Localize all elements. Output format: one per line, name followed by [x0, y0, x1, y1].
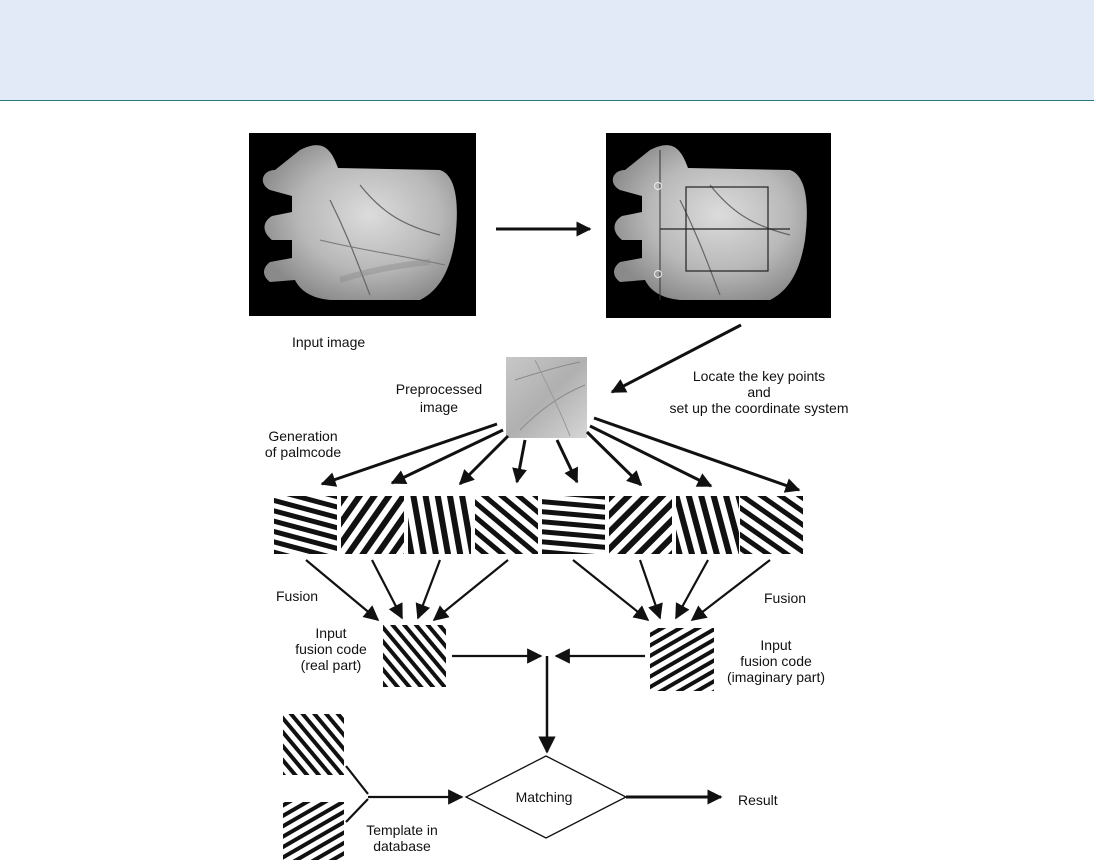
label-real-line1: Input: [315, 625, 346, 641]
label-generation-line1: Generation: [268, 428, 337, 444]
label-imag-line3: (imaginary part): [727, 669, 825, 685]
label-fusion-left: Fusion: [276, 588, 318, 604]
preprocessed-image: [506, 357, 587, 438]
label-generation-line2: of palmcode: [265, 444, 341, 460]
label-input-image: Input image: [292, 334, 365, 350]
template-code-2: [283, 802, 344, 860]
template-code-1: [283, 714, 344, 775]
fusion-code-imaginary: [650, 628, 714, 691]
palmcode-5: [542, 496, 605, 554]
label-preprocessed-line1: Preprocessed: [396, 381, 482, 397]
located-palm-image: [606, 133, 831, 318]
label-locate-line2: and: [747, 384, 770, 400]
label-real-line3: (real part): [301, 657, 362, 673]
template-to-matching-arrows: [346, 766, 462, 822]
fusion-code-real: [383, 625, 446, 687]
label-fusion-right: Fusion: [764, 590, 806, 606]
input-palm-image: [249, 133, 476, 316]
label-imag-line2: fusion code: [740, 653, 812, 669]
label-template-line1: Template in: [366, 822, 438, 838]
palmcode-6: [609, 496, 672, 554]
label-locate-line3: set up the coordinate system: [670, 400, 849, 416]
fusion-to-matching-arrows: [452, 656, 645, 752]
fusion-arrows: [306, 560, 770, 620]
palmcode-1: [274, 496, 337, 554]
palmcode-8: [740, 496, 803, 554]
palmcode-2: [341, 496, 404, 554]
label-preprocessed-line2: image: [420, 399, 458, 415]
palmcode-7: [676, 496, 739, 554]
label-locate-line1: Locate the key points: [693, 368, 825, 384]
palmcode-row: [274, 496, 803, 554]
palmcode-3: [408, 496, 471, 554]
label-matching: Matching: [516, 789, 573, 805]
label-result: Result: [738, 792, 778, 808]
label-template-line2: database: [373, 838, 431, 854]
label-real-line2: fusion code: [295, 641, 367, 657]
label-imag-line1: Input: [760, 637, 791, 653]
palmcode-4: [475, 496, 538, 554]
